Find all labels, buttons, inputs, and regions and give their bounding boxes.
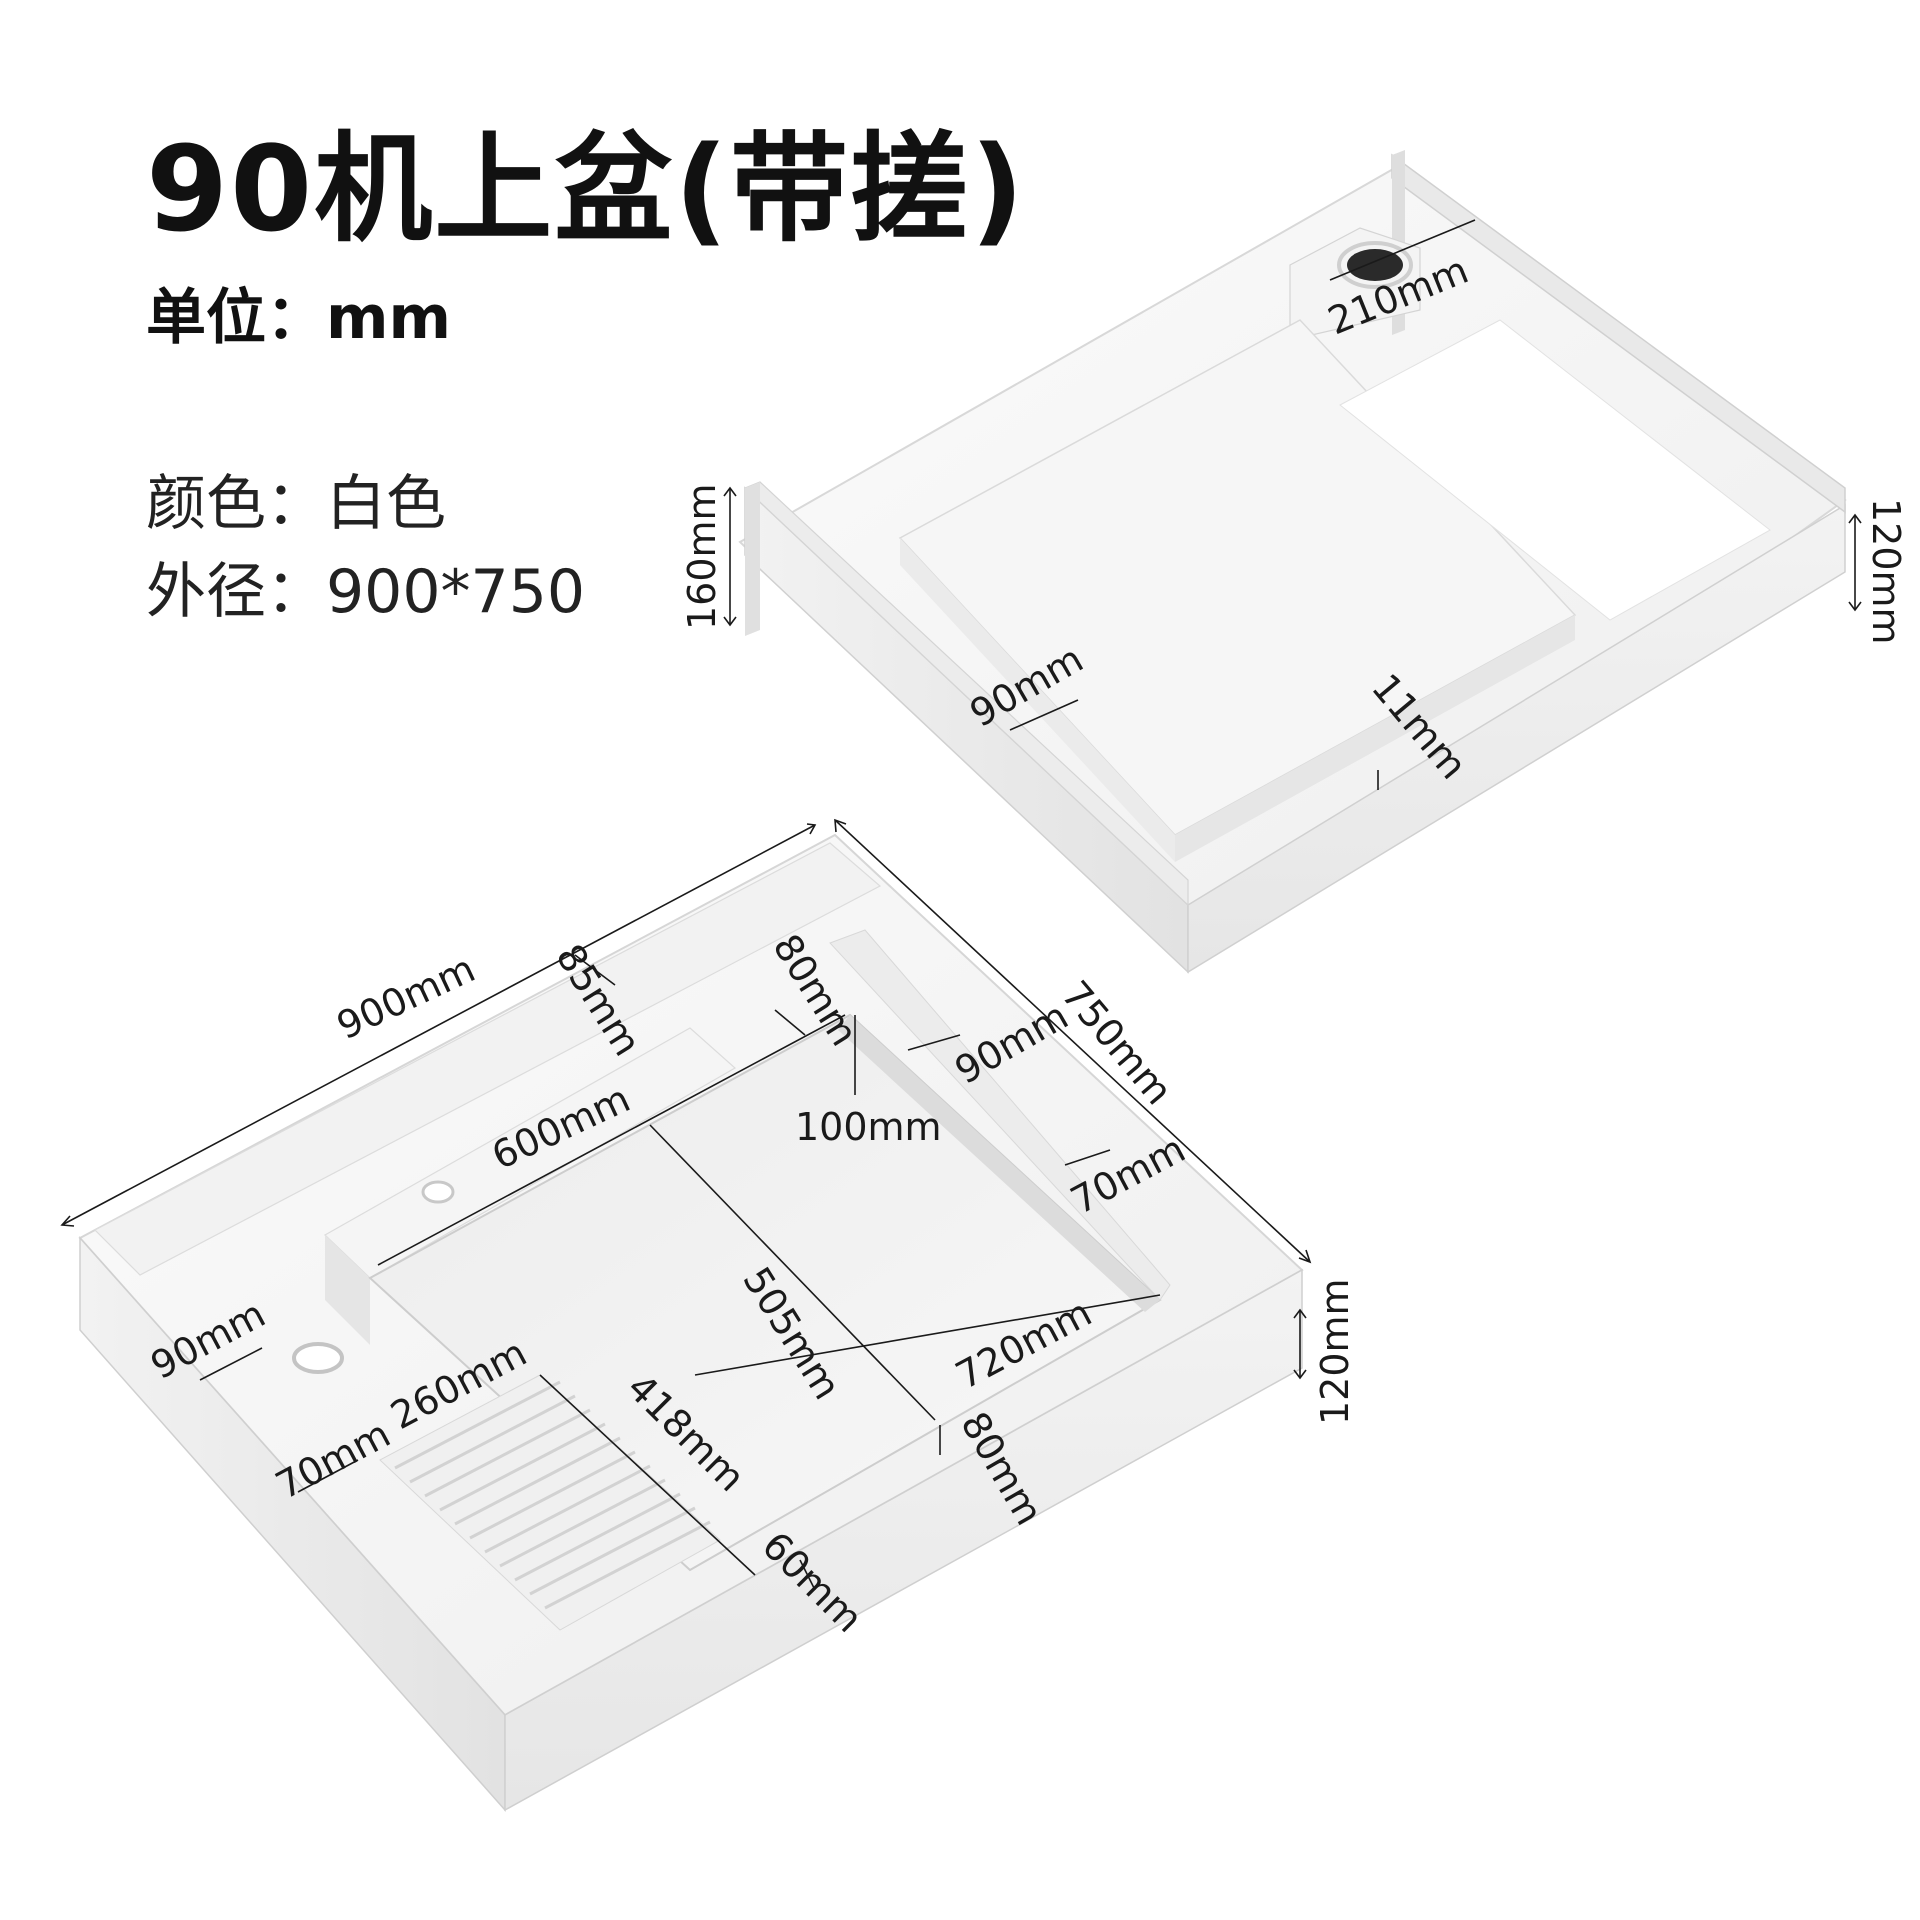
page-title: 90机上盆(带搓) [146, 120, 1027, 258]
drain-hole-icon [1347, 249, 1403, 281]
side-view-basin [738, 150, 1847, 974]
dim-120mm-top: 120mm [1313, 1278, 1357, 1425]
top-view-basin [78, 833, 1304, 1812]
drain-hole-icon [292, 1342, 344, 1374]
side-view-dimension-lines [723, 219, 1862, 790]
washboard-ridges [379, 1374, 721, 1631]
color-spec: 颜色：白色 [146, 469, 446, 539]
dim-900mm: 900mm [330, 946, 481, 1048]
size-spec: 外径：900*750 [146, 557, 586, 627]
dim-160mm: 160mm [680, 483, 724, 630]
unit-label: 单位：mm [146, 283, 452, 353]
dim-100mm: 100mm [795, 1105, 942, 1149]
top-view-dimension-lines [60, 818, 1312, 1591]
faucet-hole-icon [421, 1180, 455, 1204]
dim-120mm-side: 120mm [1864, 498, 1908, 645]
